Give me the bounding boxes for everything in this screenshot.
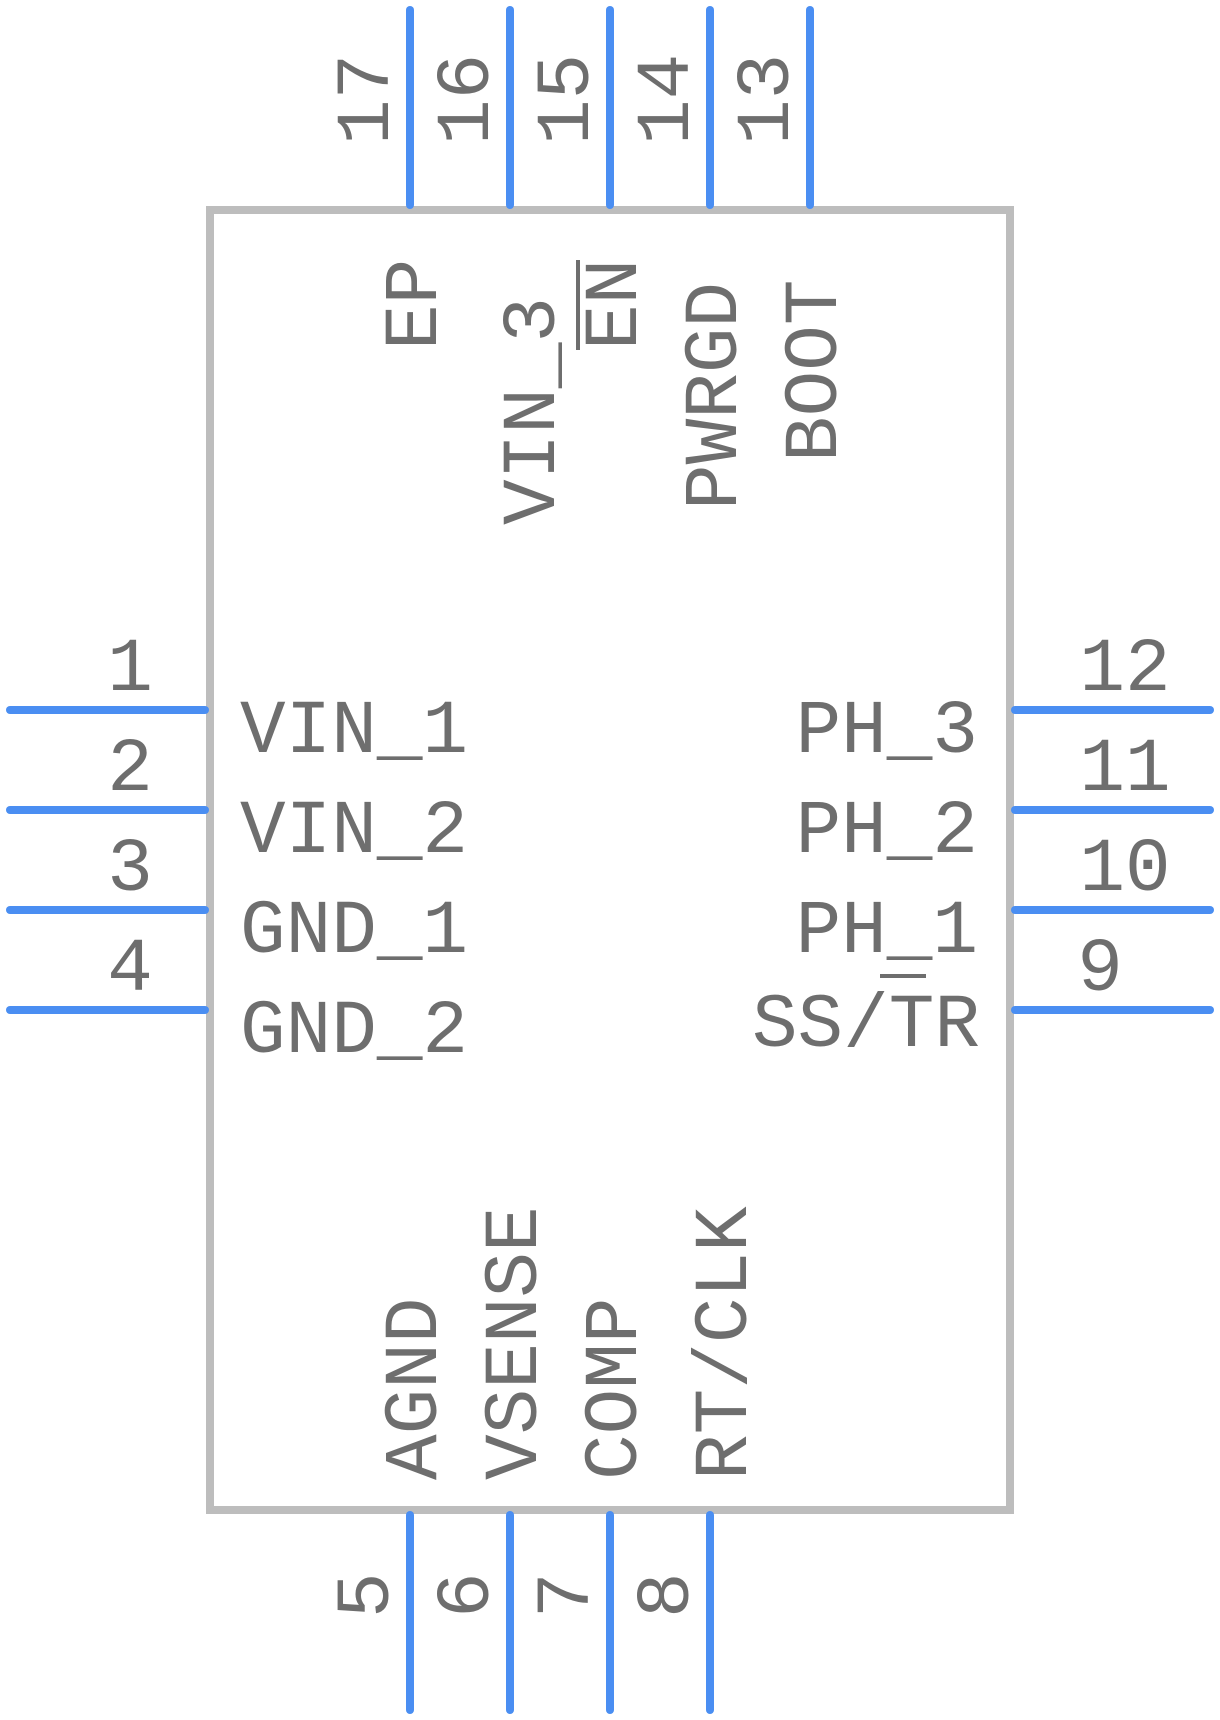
right-pin-group: 12 PH_3 11 PH_2 10 PH_1 9 SS/TR xyxy=(752,627,1214,1069)
pin-8-number: 8 xyxy=(625,1572,711,1618)
pin-17-number: 17 xyxy=(325,54,411,145)
pin-15-number: 15 xyxy=(525,54,611,145)
pin-1-name: VIN_1 xyxy=(240,689,468,775)
pin-4-number: 4 xyxy=(107,927,153,1013)
pin-13-name: BOOT xyxy=(773,280,859,462)
pin-6-number: 6 xyxy=(425,1572,511,1618)
pin-5-name: AGND xyxy=(373,1298,459,1480)
pin-16-name: VIN_3 xyxy=(491,297,577,525)
pin-5-number: 5 xyxy=(325,1572,411,1618)
pin-15-name: EN xyxy=(573,259,659,350)
component-body xyxy=(206,206,1014,1514)
pin-14-name: PWRGD xyxy=(673,282,759,510)
pin-12-name: PH_3 xyxy=(796,689,978,775)
top-pin-group: 17 EP 16 VIN_3 15 EN 14 PWRGD 13 BOOT xyxy=(325,6,859,525)
pin-10-name: PH_1 xyxy=(796,889,978,975)
pin-12-number: 12 xyxy=(1079,627,1170,713)
pin-7-name: COMP xyxy=(573,1298,659,1480)
pin-9-name: SS/TR xyxy=(752,983,980,1069)
pin-1-number: 1 xyxy=(107,627,153,713)
pin-10-number: 10 xyxy=(1079,827,1170,913)
pin-6-name: VSENSE xyxy=(473,1206,559,1480)
pin-3-name: GND_1 xyxy=(240,889,468,975)
pin-14-number: 14 xyxy=(625,54,711,145)
pin-3-number: 3 xyxy=(107,827,153,913)
pin-17-name: EP xyxy=(373,259,459,350)
pin-11-number: 11 xyxy=(1079,727,1170,813)
pin-2-name: VIN_2 xyxy=(240,789,468,875)
pin-2-number: 2 xyxy=(107,727,153,813)
pin-13-number: 13 xyxy=(725,54,811,145)
pin-9-number: 9 xyxy=(1077,927,1123,1013)
pin-4-name: GND_2 xyxy=(240,989,468,1075)
pin-8-name: RT/CLK xyxy=(683,1206,769,1480)
left-pin-group: 1 VIN_1 2 VIN_2 3 GND_1 4 GND_2 xyxy=(6,627,468,1075)
pin-7-number: 7 xyxy=(525,1572,611,1618)
pin-11-name: PH_2 xyxy=(796,789,978,875)
pin-16-number: 16 xyxy=(425,54,511,145)
bottom-pin-group: 5 AGND 6 VSENSE 7 COMP 8 RT/CLK xyxy=(325,1206,769,1714)
